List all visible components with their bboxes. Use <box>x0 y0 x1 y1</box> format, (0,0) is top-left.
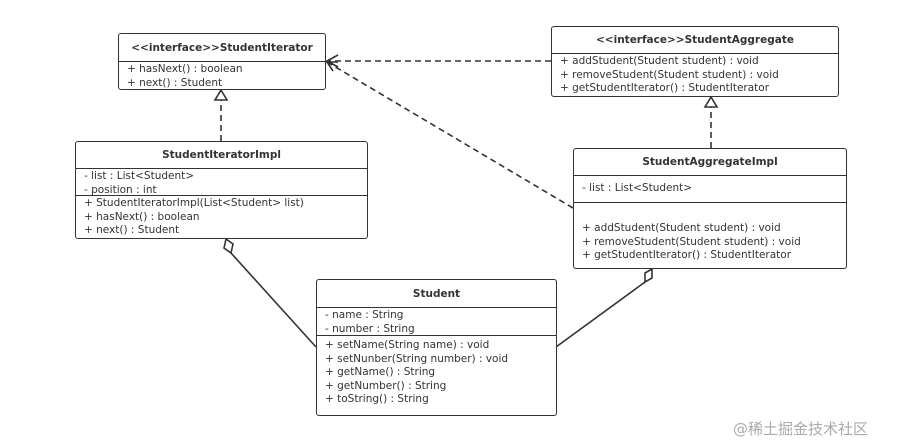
method: + setName(String name) : void <box>325 339 490 351</box>
class-student-iterator[interactable]: <<interface>>StudentIterator + hasNext()… <box>118 33 326 90</box>
class-student-aggregate-impl[interactable]: StudentAggregateImpl - list : List<Stude… <box>573 148 847 269</box>
methods: + hasNext() : boolean + next() : Student <box>119 62 325 91</box>
aggregation-iteratorimpl-student <box>230 252 317 348</box>
class-student-iterator-impl[interactable]: StudentIteratorImpl - list : List<Studen… <box>75 141 368 239</box>
aggregation-diamond <box>644 267 653 284</box>
class-name: <<interface>>StudentAggregate <box>552 27 838 54</box>
open-arrowhead <box>325 61 338 72</box>
class-name: Student <box>317 280 556 308</box>
attributes: - list : List<Student> - position : int <box>76 169 367 196</box>
class-name: <<interface>>StudentIterator <box>119 34 325 62</box>
method: + setNunber(String number) : void <box>325 352 509 365</box>
class-name: StudentIteratorImpl <box>76 142 367 169</box>
method: + hasNext() : boolean <box>127 63 243 75</box>
method: + getStudentIterator() : StudentIterator <box>560 82 770 94</box>
method: + toString() : String <box>325 393 429 405</box>
attribute: - number : String <box>325 322 415 335</box>
open-arrowhead <box>325 54 339 68</box>
attribute: - name : String <box>325 309 404 321</box>
methods: + addStudent(Student student) : void + r… <box>552 54 838 97</box>
hollow-triangle <box>703 95 719 108</box>
method: + getStudentIterator() : StudentIterator <box>582 249 792 261</box>
aggregation-diamond <box>223 237 234 255</box>
method: + next() : Student <box>127 76 223 89</box>
class-student[interactable]: Student - name : String - number : Strin… <box>316 279 557 416</box>
method: + removeStudent(Student student) : void <box>560 68 779 81</box>
method: + getName() : String <box>325 366 436 378</box>
method: + removeStudent(Student student) : void <box>582 235 801 248</box>
dependency-aggregateimpl-to-iterator <box>326 61 574 209</box>
attributes: - name : String - number : String <box>317 308 556 336</box>
class-student-aggregate[interactable]: <<interface>>StudentAggregate + addStude… <box>551 26 839 97</box>
methods: + addStudent(Student student) : void + r… <box>574 203 846 264</box>
method: + hasNext() : boolean <box>84 210 200 223</box>
method: + next() : Student <box>84 224 180 236</box>
methods: + StudentIteratorImpl(List<Student> list… <box>76 196 367 239</box>
method: + addStudent(Student student) : void <box>582 222 781 234</box>
attributes: - list : List<Student> <box>574 176 846 203</box>
watermark: @稀土掘金技术社区 <box>733 420 869 438</box>
hollow-triangle <box>213 88 229 101</box>
aggregation-aggregateimpl-student <box>555 281 646 348</box>
class-name: StudentAggregateImpl <box>574 149 846 176</box>
method: + StudentIteratorImpl(List<Student> list… <box>84 197 304 209</box>
attribute: - list : List<Student> <box>582 182 693 194</box>
method: + addStudent(Student student) : void <box>560 55 759 67</box>
method: + getNumber() : String <box>325 379 447 392</box>
attribute: - position : int <box>84 183 157 196</box>
methods: + setName(String name) : void + setNunbe… <box>317 336 556 408</box>
attribute: - list : List<Student> <box>84 170 195 182</box>
